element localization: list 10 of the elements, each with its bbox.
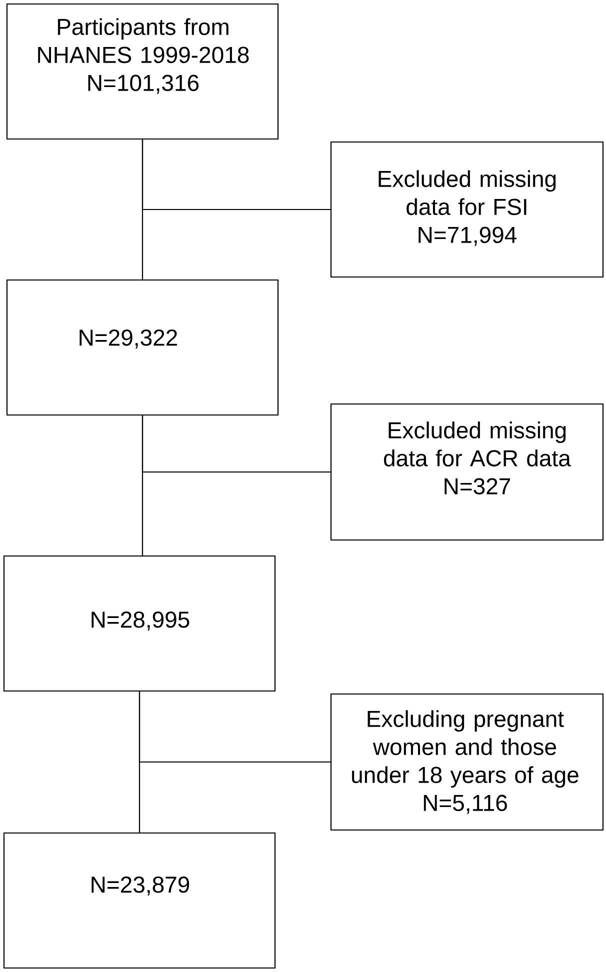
process-box: Participants from NHANES 1999-2018 N=101,316 — [6, 3, 279, 140]
connector-line — [142, 139, 331, 210]
process-box: N=28,995 — [3, 555, 276, 692]
exclusion-box: Excluded missing data for FSI N=71,994 — [330, 141, 604, 278]
exclusion-box: Excluding pregnant women and those under 18 years of age N=5,116 — [330, 693, 604, 831]
process-box: N=29,322 — [6, 279, 279, 416]
exclusion-box: Excluded missing data for ACR data N=327 — [330, 403, 604, 541]
connector-line — [138, 691, 331, 763]
connector-line — [142, 415, 331, 473]
process-box: N=23,879 — [3, 832, 276, 969]
